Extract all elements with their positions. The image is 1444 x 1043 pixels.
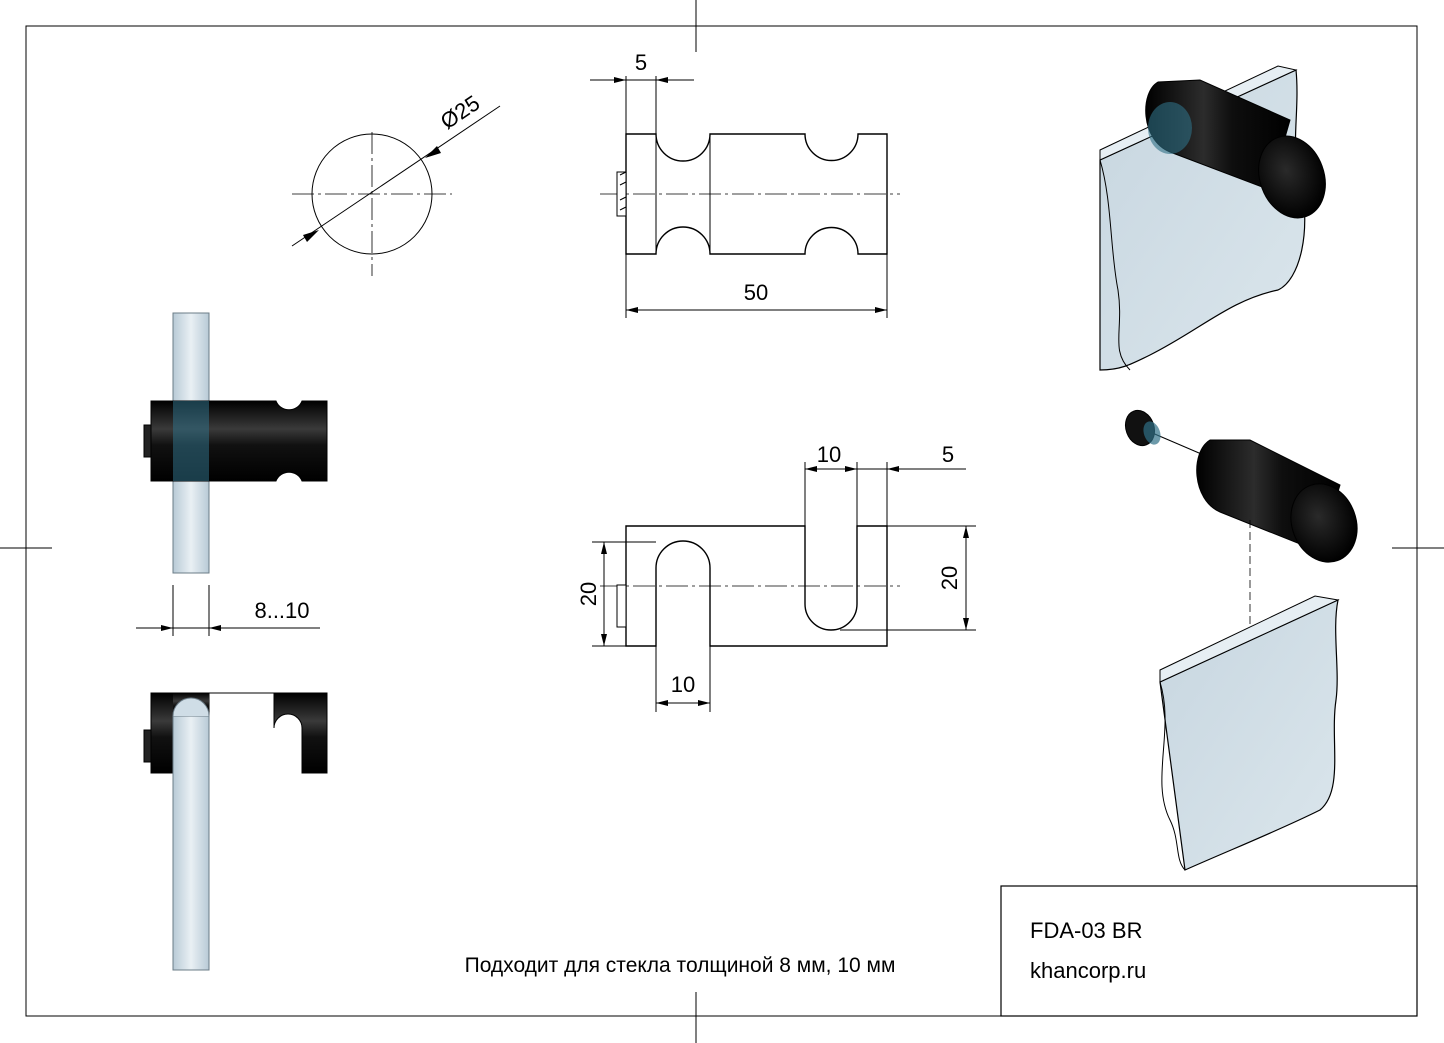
dim-20-right: 20 — [937, 566, 962, 590]
dim-glass-thickness: 8...10 — [254, 598, 309, 623]
side-view-top: 5 50 — [590, 50, 900, 318]
mounted-view-section — [143, 692, 328, 971]
title-block: FDA-03 BR khancorp.ru — [1000, 885, 1418, 1017]
diameter-label: Ø25 — [436, 90, 484, 134]
dim-10-bottom: 10 — [671, 672, 695, 697]
dim-50: 50 — [744, 280, 768, 305]
dim-5-top: 5 — [635, 50, 647, 75]
dim-5-right: 5 — [942, 442, 954, 467]
front-view-circle: Ø25 — [291, 90, 501, 276]
section-view: 10 5 20 20 10 — [576, 442, 976, 712]
iso-view-glass — [1159, 595, 1340, 871]
mounted-view-side: 8...10 — [136, 312, 328, 636]
model-code: FDA-03 BR — [1030, 918, 1142, 943]
iso-view-mounted — [1099, 65, 1326, 371]
iso-view-exploded — [1124, 409, 1358, 735]
website: khancorp.ru — [1030, 958, 1146, 983]
dim-10-top: 10 — [817, 442, 841, 467]
dim-20-left: 20 — [576, 582, 601, 606]
glass-compat-note: Подходит для стекла толщиной 8 мм, 10 мм — [465, 954, 896, 977]
